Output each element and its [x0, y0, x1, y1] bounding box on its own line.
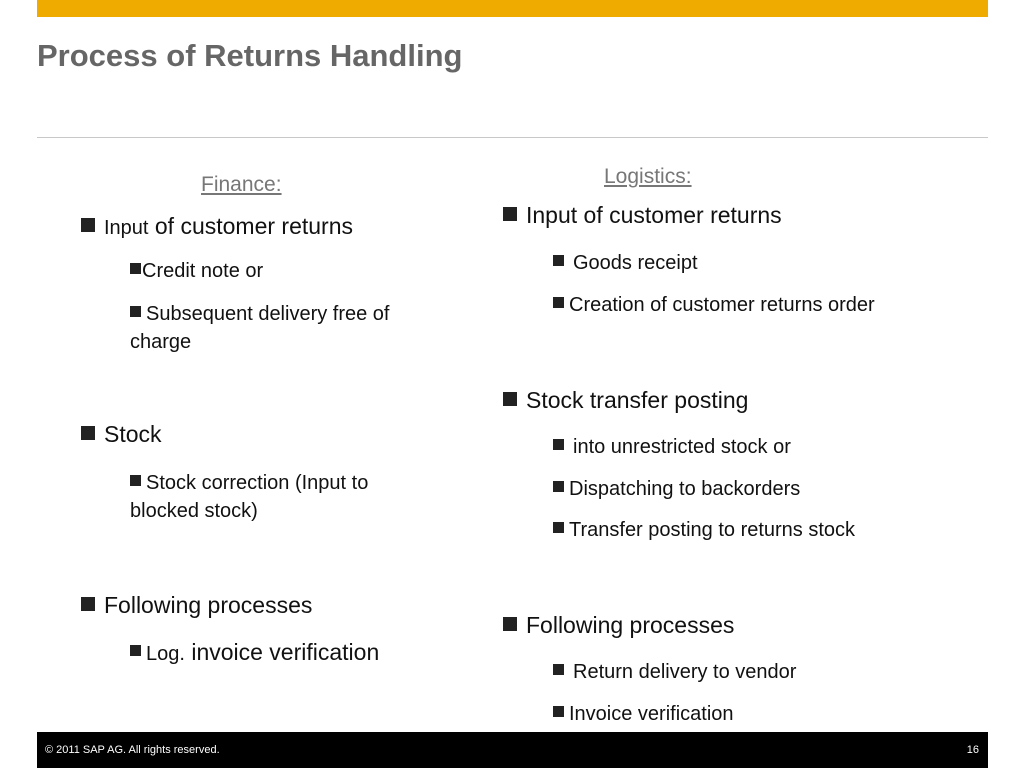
top-accent-bar	[37, 0, 988, 17]
square-bullet-icon	[553, 255, 564, 267]
logistics-unrestricted: into unrestricted stock or	[573, 436, 791, 458]
square-bullet-icon	[553, 297, 564, 309]
logistics-return-vendor: Return delivery to vendor	[573, 661, 797, 683]
finance-log-item: Log. invoice verification	[130, 639, 379, 666]
finance-input-rest: of customer returns	[148, 213, 354, 239]
logistics-creation-order-item: Creation of customer returns order	[553, 294, 875, 317]
square-bullet-icon	[130, 306, 141, 318]
page-number: 16	[966, 744, 979, 756]
logistics-goods-receipt: Goods receipt	[573, 252, 698, 274]
square-bullet-icon	[130, 475, 141, 487]
square-bullet-icon	[553, 522, 564, 534]
square-bullet-icon	[553, 481, 564, 493]
logistics-following: Following processes	[526, 612, 735, 638]
finance-stock: Stock	[104, 421, 162, 447]
square-bullet-icon	[130, 263, 141, 275]
logistics-input-item: Input of customer returns	[503, 202, 782, 229]
finance-subsequent-delivery: Subsequent delivery free of charge	[130, 303, 390, 353]
finance-input-prefix: Input	[104, 217, 149, 239]
finance-credit-note: Credit note or	[142, 260, 264, 282]
finance-log-prefix: Log.	[146, 643, 185, 665]
logistics-dispatching: Dispatching to backorders	[569, 478, 801, 500]
square-bullet-icon	[81, 217, 95, 232]
logistics-following-item: Following processes	[503, 612, 734, 639]
logistics-transfer-returns-item: Transfer posting to returns stock	[553, 519, 855, 542]
square-bullet-icon	[81, 596, 95, 611]
square-bullet-icon	[553, 706, 564, 718]
logistics-dispatching-item: Dispatching to backorders	[553, 478, 800, 501]
finance-following: Following processes	[104, 592, 313, 618]
finance-stock-correction-item: Stock correction (Input to blocked stock…	[130, 469, 440, 525]
logistics-invoice-verification-item: Invoice verification	[553, 703, 734, 726]
square-bullet-icon	[503, 616, 517, 631]
slide-title: Process of Returns Handling	[37, 38, 463, 73]
finance-credit-note-item: Credit note or	[130, 260, 263, 283]
square-bullet-icon	[503, 206, 517, 221]
finance-stock-correction: Stock correction (Input to blocked stock…	[130, 472, 369, 522]
logistics-input: Input of customer returns	[526, 202, 782, 228]
finance-subsequent-delivery-item: Subsequent delivery free of charge	[130, 300, 450, 356]
title-divider	[37, 137, 988, 138]
square-bullet-icon	[553, 439, 564, 451]
finance-following-item: Following processes	[81, 592, 312, 619]
square-bullet-icon	[503, 391, 517, 406]
logistics-goods-receipt-item: Goods receipt	[553, 252, 698, 275]
logistics-invoice-verification: Invoice verification	[569, 703, 734, 725]
finance-stock-item: Stock	[81, 421, 162, 448]
square-bullet-icon	[130, 645, 141, 657]
square-bullet-icon	[81, 425, 95, 440]
logistics-stock-transfer-item: Stock transfer posting	[503, 387, 748, 414]
finance-log-rest: invoice verification	[184, 639, 380, 665]
logistics-creation-order: Creation of customer returns order	[569, 294, 875, 316]
square-bullet-icon	[553, 664, 564, 676]
finance-input-item: Input of customer returns	[81, 213, 353, 240]
logistics-unrestricted-item: into unrestricted stock or	[553, 436, 791, 459]
footer-bar: © 2011 SAP AG. All rights reserved. 16	[37, 732, 988, 768]
logistics-return-vendor-item: Return delivery to vendor	[553, 661, 796, 684]
logistics-transfer-returns: Transfer posting to returns stock	[569, 519, 856, 541]
finance-heading: Finance:	[201, 173, 282, 196]
logistics-heading: Logistics:	[604, 165, 692, 188]
copyright-text: © 2011 SAP AG. All rights reserved.	[45, 744, 220, 756]
logistics-stock-transfer: Stock transfer posting	[526, 387, 749, 413]
